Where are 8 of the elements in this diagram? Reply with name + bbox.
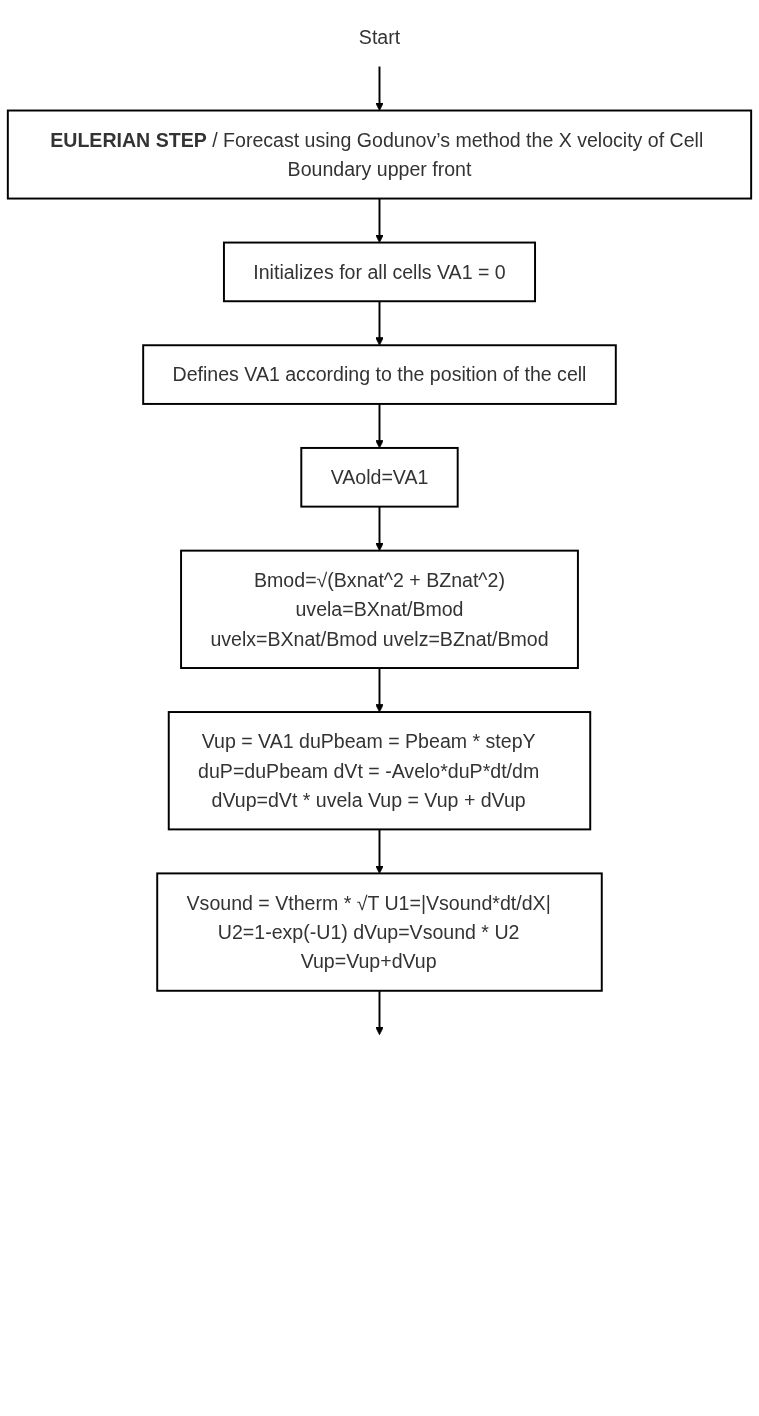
node-box: VAold=VA1 [300, 446, 459, 508]
node-box: Defines VA1 according to the position of the cell [142, 344, 617, 405]
node-box: EULERIAN STEP / Forecast using Godunov’s method the X velocity of Cell Boundary upper front [6, 109, 753, 200]
node-box: Vup = VA1 duPbeam = Pbeam * stepY duP=duPbeam dVt = -Avelo*duP*dt/dm dVup=dVt * uvela Vup = Vup + dVup [167, 711, 592, 831]
node-box: Bmod=√(Bxnat^2 + BZnat^2) uvela=BXnat/Bmod uvelx=BXnat/Bmod uvelz=BZnat/Bmod [180, 549, 579, 669]
node-box: Initializes for all cells VA1 = 0 [222, 241, 536, 303]
node-box: Vsound = Vtherm * √T U1=|Vsound*dt/dX| U2=1-exp(-U1) dVup=Vsound * U2 Vup=Vup+dVup [156, 872, 603, 992]
node-text: Start [358, 26, 401, 48]
